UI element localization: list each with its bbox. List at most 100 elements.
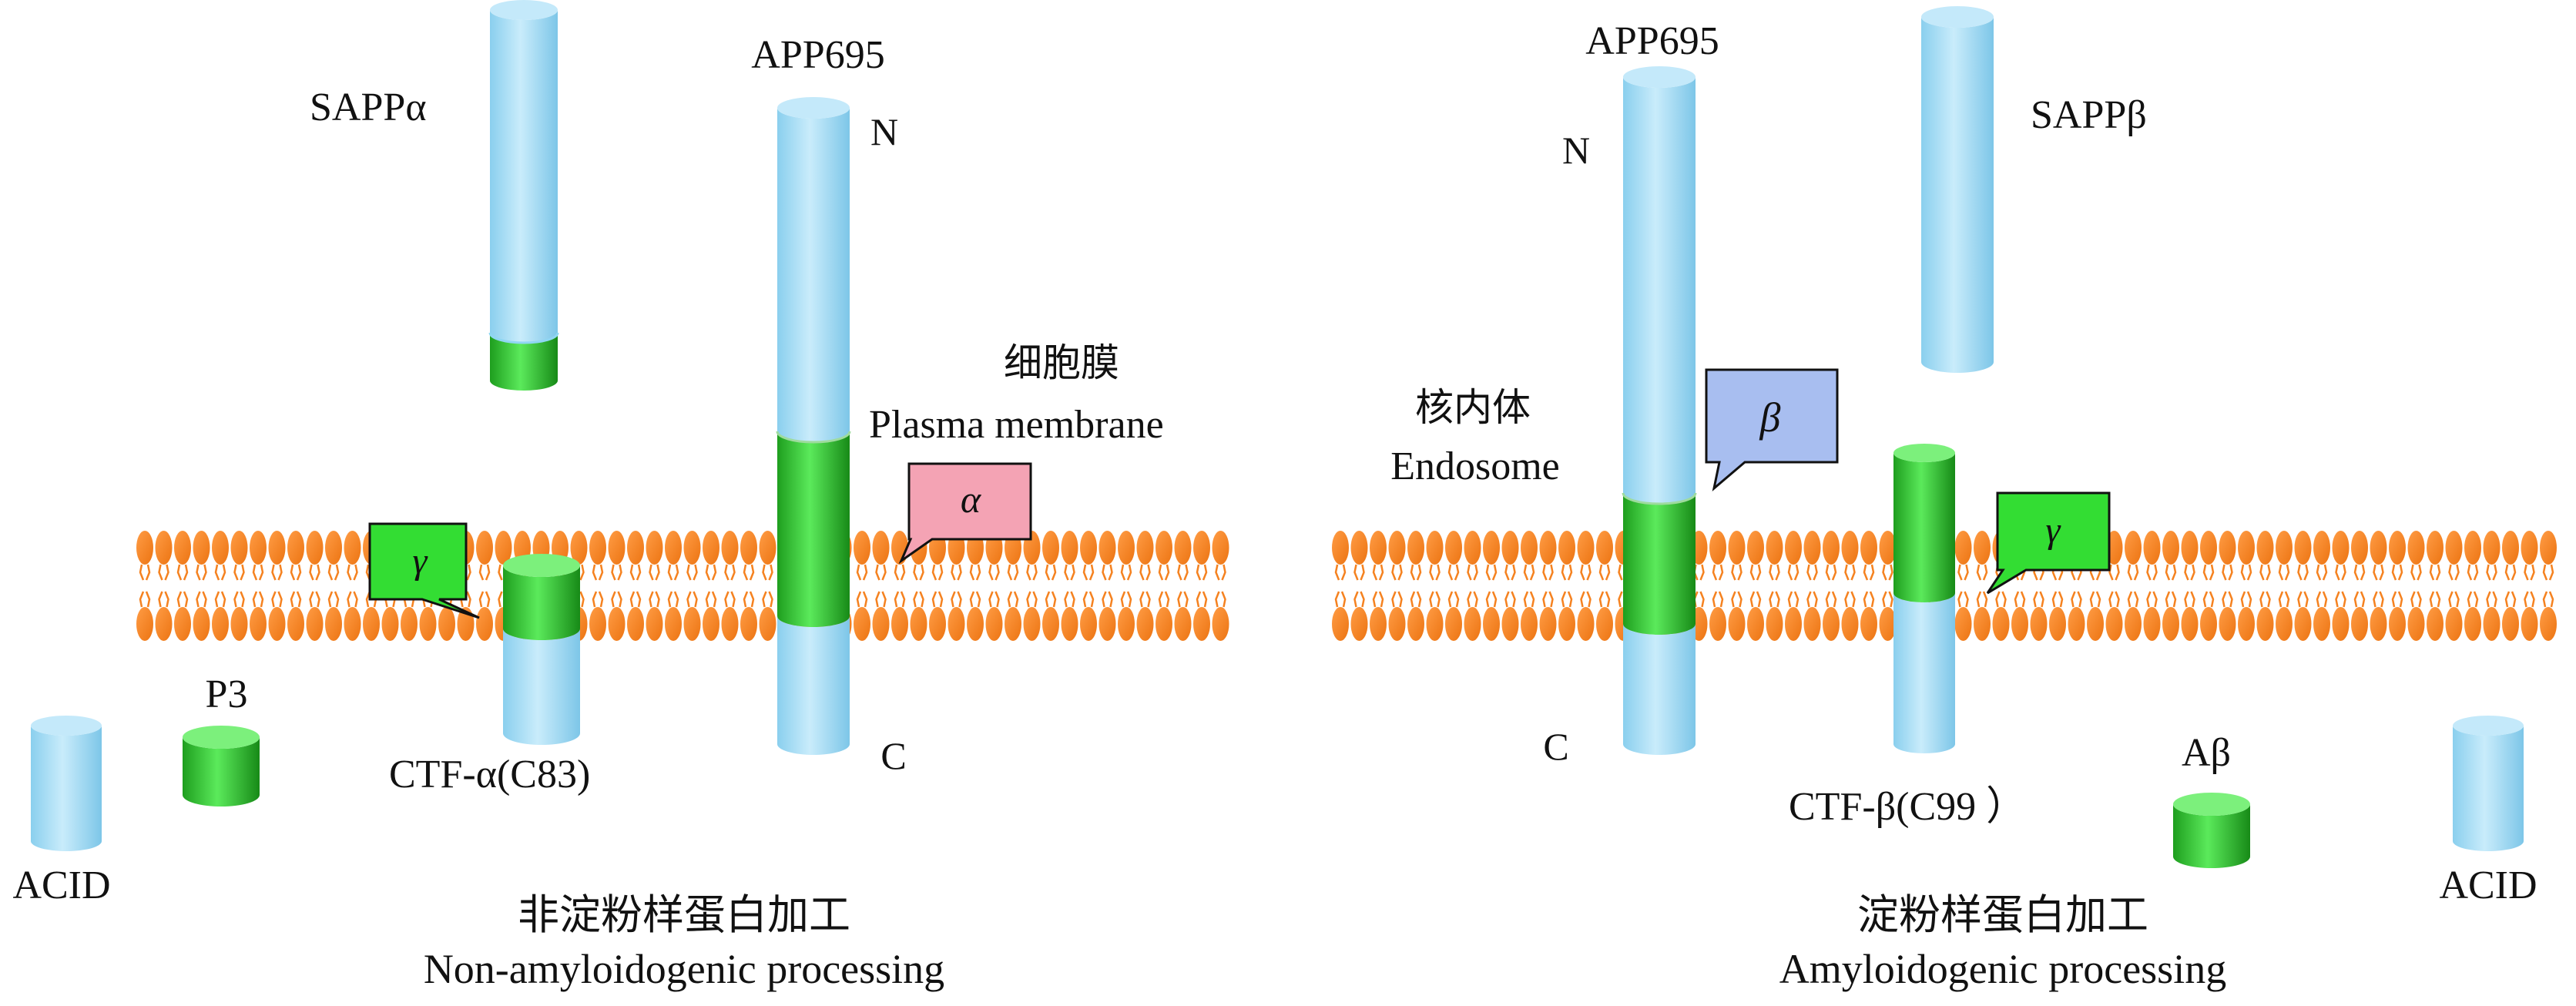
lipid-head (1464, 607, 1481, 641)
lipid-head (1023, 607, 1041, 641)
lipid-head (1577, 607, 1595, 641)
lipid-head (2219, 607, 2236, 641)
lipid-head (1879, 531, 1897, 565)
acid-cylinder-right (2453, 726, 2524, 851)
lipid-head (929, 607, 946, 641)
lipid-head (2181, 531, 2199, 565)
lipid-head (1370, 531, 1387, 565)
lipid-head (1974, 607, 1991, 641)
lipid-head (1426, 607, 1444, 641)
ctf-beta-top-cap (1893, 444, 1955, 462)
sapp-alpha-blue-segment (490, 10, 558, 343)
lipid-head (1521, 531, 1538, 565)
caption-en-left: Non-amyloidogenic processing (424, 946, 944, 992)
lipid-head (1803, 607, 1821, 641)
lipid-head (721, 607, 739, 641)
lipid-head (250, 531, 267, 565)
lipid-head (1136, 531, 1154, 565)
lipid-head (872, 531, 890, 565)
ctf-alpha-blue-segment (503, 629, 580, 745)
lipid-head (381, 607, 399, 641)
lipid-head (2445, 531, 2463, 565)
lipid-head (2332, 607, 2350, 641)
lipid-head (683, 531, 701, 565)
app695-left-top-cap (777, 97, 850, 119)
lipid-head (872, 607, 890, 641)
lipid-head (1407, 531, 1424, 565)
acid-label-right: ACID (2439, 863, 2537, 907)
lipid-head (627, 607, 644, 641)
lipid-head (2370, 531, 2387, 565)
lipid-head (2502, 531, 2519, 565)
app695-right-upper-segment (1623, 77, 1696, 504)
sapp-beta-label: SAPPβ (2031, 93, 2147, 137)
caption-zh-right: 淀粉样蛋白加工 (1857, 892, 2148, 938)
lipid-head (1483, 607, 1500, 641)
acid-left-top-cap (31, 716, 102, 736)
gamma-secretase-callout-right: γ (1986, 491, 2111, 595)
lipid-head (1193, 531, 1210, 565)
lipid-head (1080, 531, 1097, 565)
lipid-head (2294, 607, 2312, 641)
lipid-head (1577, 531, 1595, 565)
abeta-cylinder (2173, 804, 2250, 868)
lipid-head (212, 607, 229, 641)
app695-left-membrane-segment (777, 431, 850, 627)
endosome-label-en: Endosome (1390, 444, 1560, 488)
lipid-head (703, 531, 719, 565)
caption-en-right: Amyloidogenic processing (1779, 946, 2226, 992)
lipid-head (212, 531, 229, 565)
lipid-head (2030, 607, 2048, 641)
lipid-head (1596, 607, 1613, 641)
app695-right-top-cap (1623, 66, 1696, 88)
lipid-head (287, 607, 304, 641)
endosome-label-zh: 核内体 (1415, 386, 1531, 429)
lipid-head (1212, 607, 1229, 641)
lipid-head (589, 607, 606, 641)
lipid-head (2389, 607, 2406, 641)
lipid-head (1747, 531, 1764, 565)
lipid-head (2276, 607, 2293, 641)
lipid-head (1061, 607, 1078, 641)
lipid-head (155, 531, 173, 565)
lipid-head (1118, 531, 1135, 565)
lipid-head (2219, 531, 2236, 565)
lipid-head (1785, 531, 1802, 565)
lipid-head (2143, 531, 2161, 565)
lipid-head (2143, 607, 2161, 641)
ctf-alpha-green-segment (503, 565, 580, 640)
p3-cylinder (183, 737, 260, 806)
ctf-beta-label: CTF-β(C99 ） (1789, 785, 2026, 829)
lipid-head (608, 607, 626, 641)
lipid-head (325, 607, 342, 641)
lipid-head (306, 531, 324, 565)
lipid-head (665, 531, 682, 565)
lipid-head (1080, 607, 1097, 641)
lipid-head (476, 607, 493, 641)
lipid-head (2521, 531, 2538, 565)
lipid-head (419, 607, 437, 641)
lipid-head (683, 607, 701, 641)
lipid-head (589, 531, 606, 565)
lipid-head (2540, 531, 2557, 565)
lipid-head (1193, 607, 1210, 641)
lipid-head (1212, 531, 1229, 565)
lipid-head (2540, 607, 2557, 641)
lipid-head (1061, 531, 1078, 565)
lipid-head (1539, 531, 1557, 565)
lipid-head (2105, 607, 2123, 641)
lipid-head (1501, 607, 1519, 641)
lipid-head (2049, 607, 2066, 641)
app695-right-membrane-segment (1623, 493, 1696, 635)
protein-cylinders (31, 0, 2524, 868)
lipid-head (646, 531, 663, 565)
lipid-head (1350, 607, 1368, 641)
lipid-head (1464, 531, 1481, 565)
lipid-head (174, 531, 191, 565)
app695-left-lower-segment (777, 616, 850, 755)
lipid-head (2332, 531, 2350, 565)
lipid-head (703, 607, 719, 641)
lipid-head (570, 531, 588, 565)
lipid-head (1005, 607, 1021, 641)
lipid-head (2256, 531, 2274, 565)
